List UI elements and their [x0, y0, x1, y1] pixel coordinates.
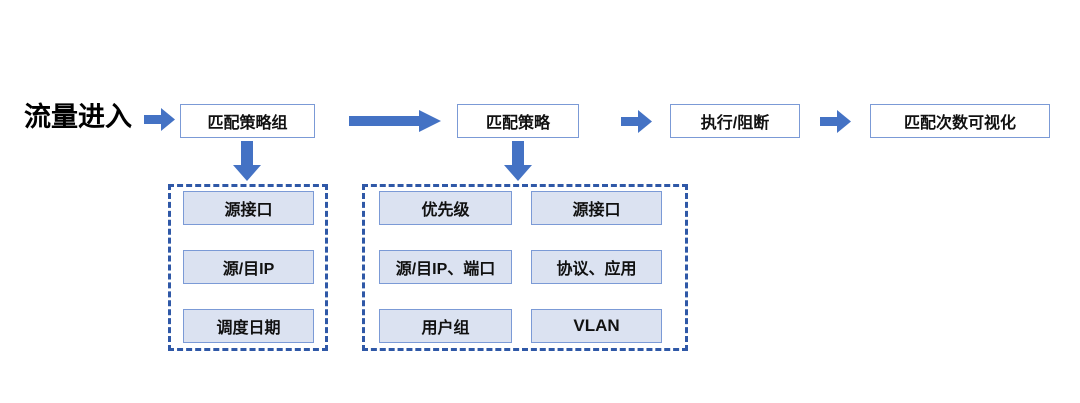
flow-box-visualize-label: 匹配次数可视化: [903, 115, 1016, 132]
chip-policy-col1-0[interactable]: 优先级: [379, 191, 512, 225]
chip-policy-col2-1-label: 协议、应用: [556, 261, 637, 278]
chip-policy-group-1[interactable]: 源/目IP: [183, 250, 314, 284]
chip-policy-col2-2[interactable]: VLAN: [531, 309, 662, 343]
policy-group-down-arrow: [233, 141, 261, 181]
chip-policy-group-0[interactable]: 源接口: [183, 191, 314, 225]
flow-box-visualize[interactable]: 匹配次数可视化: [870, 104, 1050, 138]
chip-policy-col2-0[interactable]: 源接口: [531, 191, 662, 225]
chip-policy-col1-1[interactable]: 源/目IP、端口: [379, 250, 512, 284]
chip-policy-col1-1-label: 源/目IP、端口: [395, 261, 496, 278]
chip-policy-group-2[interactable]: 调度日期: [183, 309, 314, 343]
flow-box-policy-group-label: 匹配策略组: [207, 115, 288, 132]
policy-group-to-policy-arrow: [349, 110, 441, 132]
chip-policy-col1-0-label: 优先级: [421, 202, 470, 219]
flow-box-action-label: 执行/阻断: [700, 115, 770, 132]
chip-policy-group-2-label: 调度日期: [216, 320, 281, 337]
policy-attributes-group: [362, 184, 688, 351]
flow-box-policy-label: 匹配策略: [485, 115, 550, 132]
flow-box-policy[interactable]: 匹配策略: [457, 104, 579, 138]
policy-to-action-arrow: [621, 110, 652, 133]
chip-policy-col1-2[interactable]: 用户组: [379, 309, 512, 343]
policy-group-attributes-group: [168, 184, 328, 351]
entry-arrow: [144, 108, 175, 131]
chip-policy-col2-1[interactable]: 协议、应用: [531, 250, 662, 284]
chip-policy-group-0-label: 源接口: [224, 202, 273, 219]
chip-policy-col1-2-label: 用户组: [421, 320, 470, 337]
action-to-visualize-arrow: [820, 110, 851, 133]
chip-policy-col2-0-label: 源接口: [572, 202, 621, 219]
entry-label: 流量进入: [24, 102, 132, 132]
flow-box-policy-group[interactable]: 匹配策略组: [180, 104, 315, 138]
flow-box-action[interactable]: 执行/阻断: [670, 104, 800, 138]
policy-down-arrow: [504, 141, 532, 181]
chip-policy-col2-2-label: VLAN: [573, 316, 620, 335]
chip-policy-group-1-label: 源/目IP: [222, 261, 275, 278]
